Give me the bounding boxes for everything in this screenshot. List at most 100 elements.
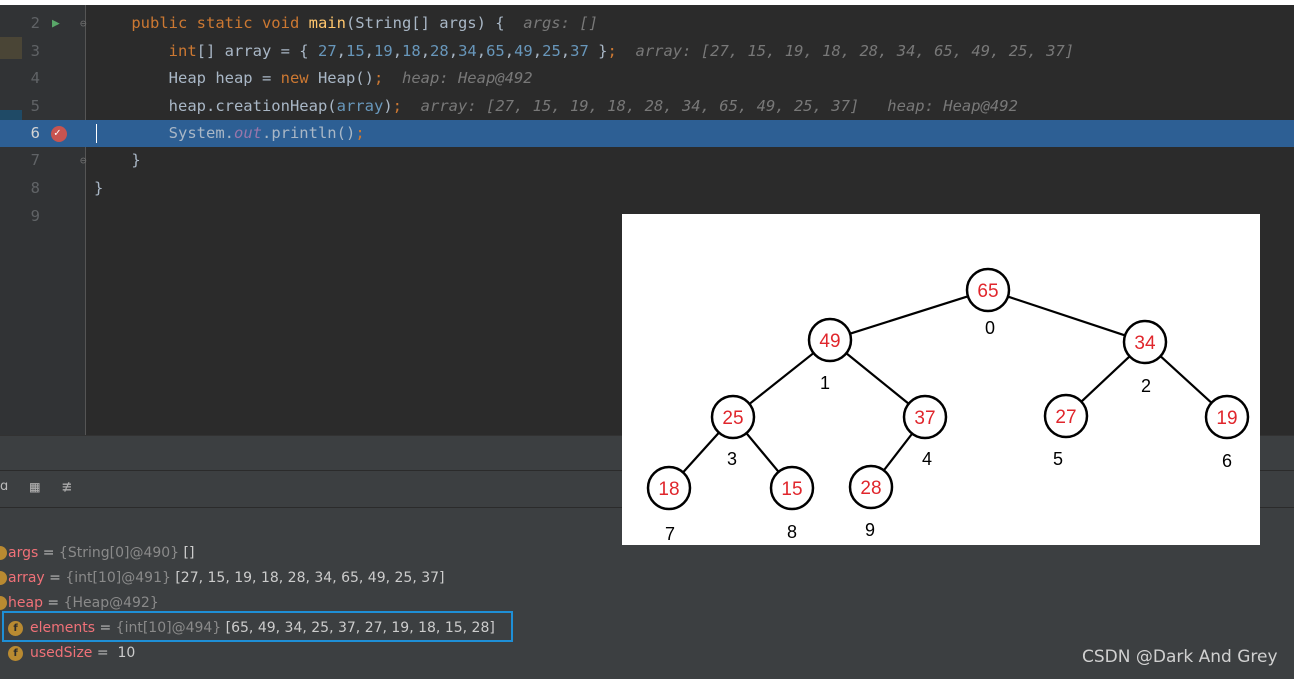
left-strip-marker [0,37,22,59]
variable-type: {int[10]@494} [115,620,222,636]
code-token: System. [94,124,234,142]
tree-edge [682,431,720,474]
line-number: 7 [30,151,40,169]
code-line[interactable]: 2 public static void main(String[] args)… [0,10,1294,37]
variable-value: [] [179,545,195,561]
code-token: Heap heap = [94,69,281,87]
code-text: int[] array = { 27,15,19,18,28,34,65,49,… [94,38,1074,65]
breakpoint-icon[interactable] [51,119,67,146]
variable-value: 10 [113,645,136,661]
code-token: , [448,42,459,60]
tree-node-circle [646,465,692,511]
line-number: 6 [30,124,40,142]
line-number: 9 [30,207,40,225]
code-token: , [392,42,403,60]
tree-node-circle [902,394,948,440]
code-token: 18 [402,42,421,60]
tree-node-index: 0 [985,318,995,338]
code-text: heap.creationHeap(array); array: [27, 15… [94,93,1018,120]
code-token: .println() [261,124,356,142]
code-token: ; [373,69,384,87]
code-line[interactable]: 6 System.out.println(); [0,119,1294,147]
top-strip [0,0,1294,5]
variable-type: {Heap@492} [63,595,159,611]
code-line[interactable]: 9 [0,203,1294,230]
tree-node-circle [807,317,853,363]
editor-gutter[interactable] [22,5,86,435]
tree-node-index: 9 [865,520,875,540]
variable-value: [27, 15, 19, 18, 28, 34, 65, 49, 25, 37] [170,570,445,586]
code-token: } [94,179,104,197]
variable-name: args [8,545,39,561]
selection-highlight-box [2,611,513,642]
tree-node-value: 25 [722,408,743,429]
equals-sign: = [42,595,64,611]
tree-node-index: 4 [922,449,932,469]
variable-icon [0,571,7,585]
code-token: 49 [514,42,533,60]
tree-edge [1159,355,1213,404]
variable-icon [0,546,7,560]
toolbar-label-fragment: ɑ [0,479,9,494]
table-view-icon[interactable]: ▦ [30,477,40,496]
fold-icon[interactable]: ⊖ [80,154,87,167]
watermark: CSDN @Dark And Grey [1082,647,1278,667]
tree-edge [845,352,910,405]
tree-edge [748,352,815,405]
variable-name: elements [30,620,96,636]
code-token [617,42,636,60]
variable-value: [65, 49, 34, 25, 37, 27, 19, 18, 15, 28] [221,620,495,636]
code-token: public static void [131,14,309,32]
code-line[interactable]: 8} [0,175,1294,202]
variable-name: heap [8,595,43,611]
fold-icon[interactable]: ⊖ [80,17,87,30]
code-token: new [280,69,318,87]
tree-node-index: 7 [665,524,675,544]
code-token: 65 [486,42,505,60]
line-number: 5 [30,97,40,115]
field-icon: f [8,621,23,636]
code-token [94,42,169,60]
inline-debug-hint: heap: Heap@492 [887,97,1018,115]
tree-node-circle [965,267,1011,313]
code-line[interactable]: 7 } ⊖ [0,147,1294,174]
code-token [383,69,402,87]
code-token: [] array = { [196,42,318,60]
code-token: array [336,97,384,115]
code-token: 27 [317,42,337,60]
code-token: , [532,42,543,60]
code-token: ; [607,42,617,60]
equals-sign: = [44,570,66,586]
code-line[interactable]: 3 int[] array = { 27,15,19,18,28,34,65,4… [0,38,1294,65]
code-token [859,97,887,115]
field-icon: f [8,646,23,661]
code-token: , [560,42,571,60]
variable-text: heap = {Heap@492} [8,591,159,615]
tree-node-index: 8 [787,522,797,542]
inline-debug-hint: args: [] [523,14,598,32]
tree-node-index: 1 [820,373,830,393]
variable-name: usedSize [30,645,93,661]
code-line[interactable]: 5 heap.creationHeap(array); array: [27, … [0,93,1294,120]
tree-node-value: 65 [977,281,998,302]
tree-node-value: 37 [914,408,935,429]
code-text: System.out.println(); [94,120,365,147]
code-text: Heap heap = new Heap(); heap: Heap@492 [94,65,533,92]
variable-text: elements = {int[10]@494} [65, 49, 34, 25… [30,616,495,640]
code-token: } [94,151,141,169]
filter-settings-icon[interactable]: ≢ [62,477,72,496]
tree-node-circle [1204,394,1250,440]
tree-node-value: 18 [658,479,679,500]
equals-sign: = [92,645,114,661]
code-line[interactable]: 4 Heap heap = new Heap(); heap: Heap@492 [0,65,1294,92]
tree-node-value: 34 [1134,333,1156,354]
code-token: , [476,42,487,60]
tree-node-circle [848,464,894,510]
code-token: 25 [542,42,561,60]
code-token: 15 [346,42,365,60]
code-token: ) [383,97,393,115]
inline-debug-hint: array: [27, 15, 19, 18, 28, 34, 65, 49, … [420,97,860,115]
run-gutter-icon[interactable]: ▶ [52,16,60,31]
